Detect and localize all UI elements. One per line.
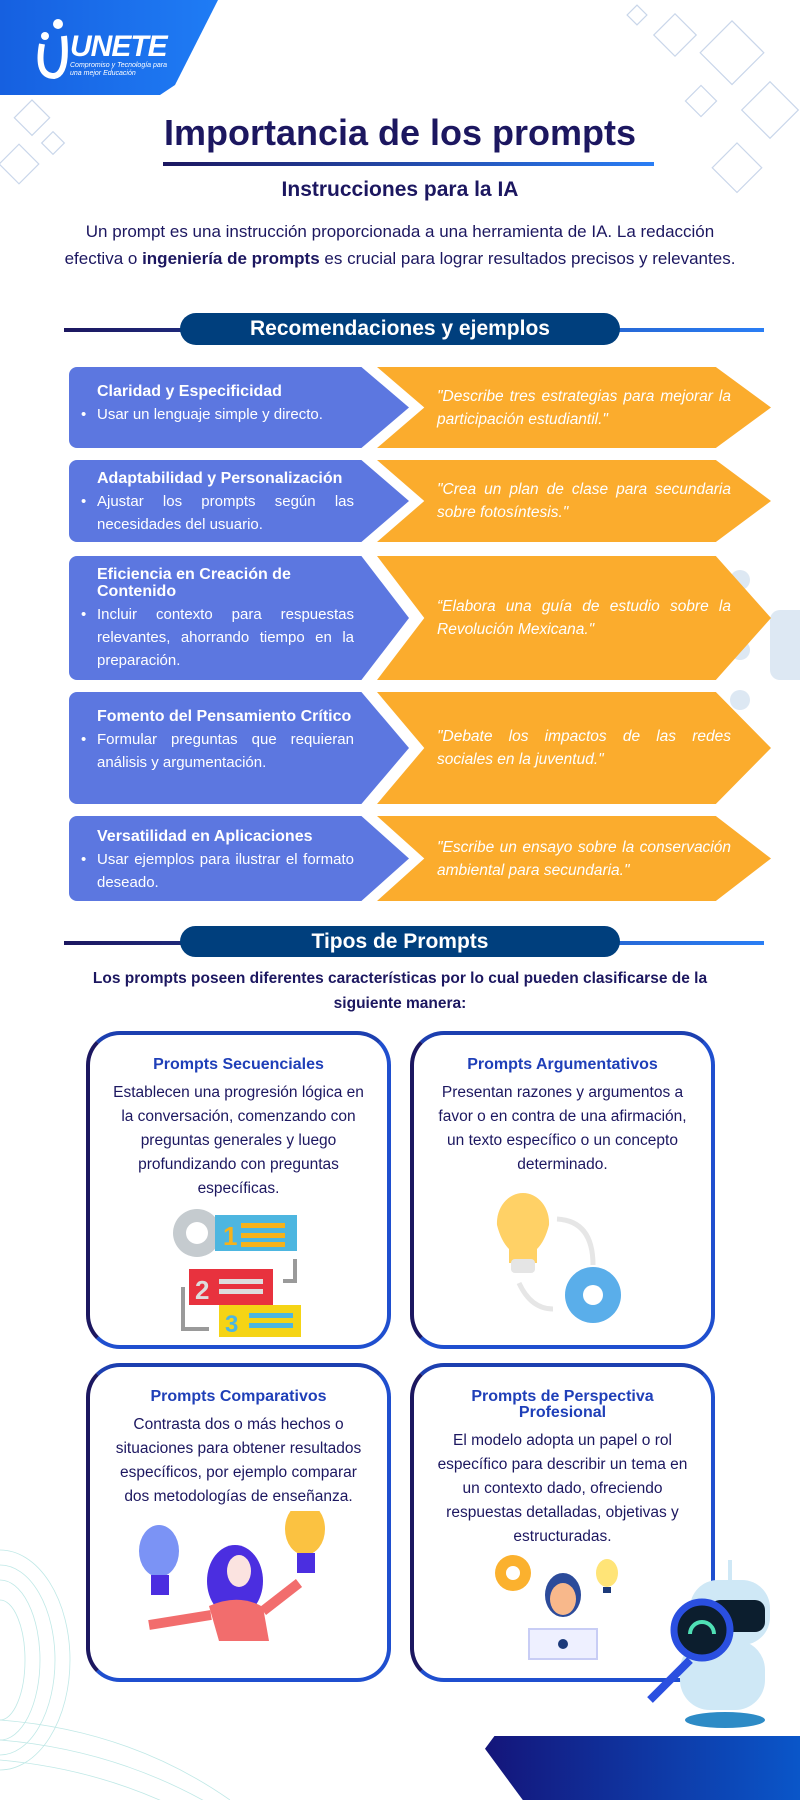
- recommendation-bullet: Formular preguntas que requieran análisi…: [81, 728, 354, 774]
- recommendation-example-card: "Debate los impactos de las redes social…: [377, 692, 771, 804]
- recommendation-example-card: "Describe tres estrategias para mejorar …: [377, 367, 771, 448]
- recommendation-example: "Escribe un ensayo sobre la conservación…: [437, 838, 731, 879]
- logo-tagline: Compromiso y Tecnología para una mejor E…: [70, 62, 168, 77]
- recommendation-example: "Describe tres estrategias para mejorar …: [437, 387, 731, 428]
- step-number: 3: [225, 1311, 238, 1337]
- recommendation-title: Eficiencia en Creación de Contenido: [97, 566, 291, 600]
- step-number: 1: [223, 1221, 237, 1251]
- wave-mesh-decoration: [0, 1549, 230, 1800]
- footer-banner-shape: [485, 1736, 800, 1800]
- professional-laptop-icon: [494, 1555, 618, 1660]
- prompt-type-title: Prompts Comparativos: [150, 1388, 327, 1405]
- intro-text-end: es crucial para lograr resultados precis…: [319, 249, 736, 268]
- types-lead-text: Los prompts poseen diferentes caracterís…: [92, 970, 708, 1012]
- prompt-type-description: Establecen una progresión lógica en la c…: [113, 1084, 364, 1197]
- robot-magnifier-illustration: [647, 1560, 770, 1728]
- recommendation-bullet: Usar un lenguaje simple y directo.: [81, 403, 354, 426]
- recommendation-example: “Elabora una guía de estudio sobre la Re…: [437, 598, 731, 638]
- intro-paragraph: Un prompt es una instrucción proporciona…: [60, 218, 740, 272]
- intro-text: Un prompt es una instrucción proporciona…: [64, 222, 715, 268]
- recommendation-bullet: Usar ejemplos para ilustrar el formato d…: [81, 848, 354, 894]
- recommendation-title-card: Versatilidad en AplicacionesUsar ejemplo…: [69, 816, 409, 901]
- prompt-type-description: Contrasta dos o más hechos o situaciones…: [115, 1416, 362, 1505]
- recommendation-example: "Debate los impactos de las redes social…: [437, 728, 731, 768]
- recommendation-example: "Crea un plan de clase para secundaria s…: [437, 481, 731, 521]
- person-comparing-ideas-icon: [138, 1503, 325, 1641]
- prompt-type-title: Prompts de Perspectiva Profesional: [471, 1388, 654, 1421]
- recommendation-title: Versatilidad en Aplicaciones: [97, 828, 313, 845]
- section-heading-types: Tipos de Prompts: [180, 926, 620, 957]
- prompt-type-card: Prompts de Perspectiva Profesional El mo…: [410, 1363, 715, 1682]
- prompt-type-card: Prompts Comparativos Contrasta dos o más…: [86, 1363, 391, 1682]
- logo-person-icon: [37, 19, 68, 80]
- prompt-type-title: Prompts Argumentativos: [467, 1056, 658, 1073]
- diamond-pattern-decoration-left: [0, 99, 66, 185]
- recommendation-title: Adaptabilidad y Personalización: [97, 470, 343, 487]
- prompt-type-card: Prompts Secuenciales Establecen una prog…: [86, 1031, 391, 1349]
- recommendation-title-card: Claridad y EspecificidadUsar un lenguaje…: [69, 367, 409, 448]
- logo-wordmark: UNETE: [70, 30, 168, 63]
- title-underline: [163, 162, 654, 166]
- recommendation-bullet: Incluir contexto para respuestas relevan…: [81, 603, 354, 672]
- prompt-type-description: Presentan razones y argumentos a favor o…: [438, 1084, 687, 1173]
- lightbulb-gear-icon: [496, 1192, 621, 1323]
- prompt-type-card: Prompts Argumentativos Presentan razones…: [410, 1031, 715, 1349]
- recommendation-example-card: "Crea un plan de clase para secundaria s…: [377, 460, 771, 542]
- step-number: 2: [195, 1275, 209, 1305]
- intro-highlight: ingeniería de prompts: [142, 249, 320, 268]
- diamond-pattern-decoration: [626, 4, 800, 194]
- recommendation-title: Fomento del Pensamiento Crítico: [97, 708, 352, 725]
- section-heading-recommendations: Recomendaciones y ejemplos: [180, 313, 620, 345]
- numbered-steps-icon: 1 2 3: [172, 1209, 301, 1338]
- recommendation-bullet: Ajustar los prompts según las necesidade…: [81, 490, 354, 536]
- recommendation-title-card: Adaptabilidad y PersonalizaciónAjustar l…: [69, 460, 409, 542]
- prompt-type-description: El modelo adopta un papel o rol específi…: [437, 1432, 688, 1545]
- recommendation-title-card: Fomento del Pensamiento CríticoFormular …: [69, 692, 409, 804]
- recommendation-title: Claridad y Especificidad: [97, 383, 282, 400]
- page-title: Importancia de los prompts: [163, 112, 637, 153]
- recommendation-example-card: "Escribe un ensayo sobre la conservación…: [377, 816, 771, 901]
- recommendation-example-card: “Elabora una guía de estudio sobre la Re…: [377, 556, 771, 680]
- recommendation-title-card: Eficiencia en Creación de ContenidoInclu…: [69, 556, 409, 680]
- page-subtitle: Instrucciones para la IA: [281, 178, 519, 201]
- prompt-type-title: Prompts Secuenciales: [153, 1056, 324, 1073]
